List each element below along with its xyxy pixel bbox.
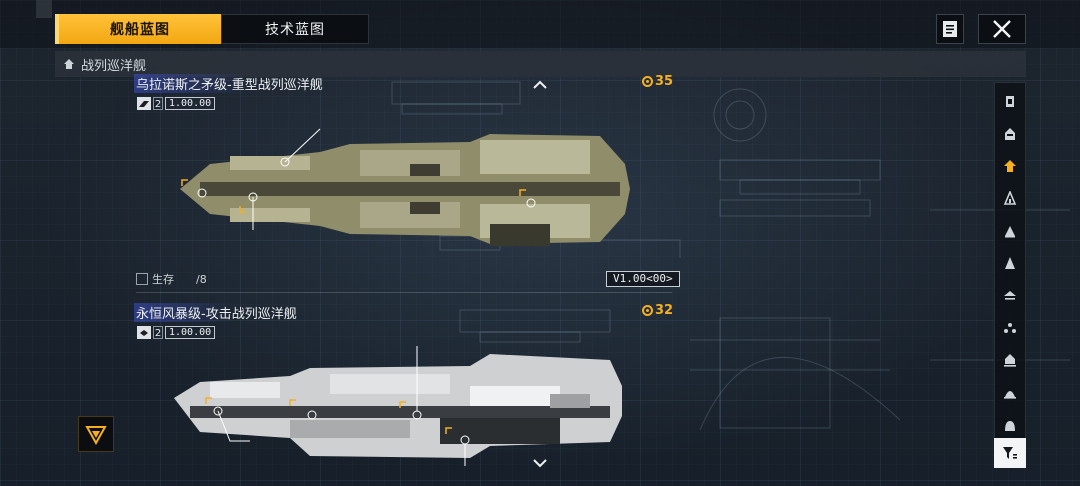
ship-class-icon: [137, 97, 151, 110]
battleship-icon: [1005, 127, 1015, 140]
sidebar-filter-auxiliary[interactable]: [994, 344, 1026, 376]
cost-coin-icon: [642, 305, 653, 316]
ship-cost: 35: [642, 74, 673, 89]
sidebar-filter-misc[interactable]: [994, 409, 1026, 441]
misc-icon: [1005, 420, 1015, 431]
badge-version: 1.00.00: [165, 97, 216, 110]
ship-model-eternal-storm[interactable]: [170, 346, 630, 466]
ship-class-icon: [137, 326, 151, 339]
filter-button[interactable]: [994, 438, 1026, 468]
survival-label: 生存: [152, 273, 174, 286]
sidebar-filter-frigate[interactable]: [994, 247, 1026, 279]
scroll-up-chevron-icon[interactable]: [532, 80, 548, 90]
sidebar-filter-support[interactable]: [994, 376, 1026, 408]
battlecruiser-icon: [64, 59, 74, 69]
badge-count: 2: [153, 326, 163, 339]
ship-model-uranus-spear[interactable]: [170, 124, 640, 254]
ship-name: 永恒风暴级-攻击战列巡洋舰: [134, 303, 299, 322]
cost-value: 35: [655, 74, 674, 89]
document-button[interactable]: [936, 14, 964, 44]
sidebar-filter-destroyer[interactable]: [994, 214, 1026, 246]
category-label: 战列巡洋舰: [81, 58, 147, 74]
cost-value: 32: [655, 303, 674, 318]
carrier-icon: [1006, 96, 1014, 108]
auxiliary-icon: [1004, 354, 1016, 367]
survival-stat: 生存 /8: [136, 271, 207, 287]
cruiser-icon: [1003, 191, 1017, 206]
badge-count: 2: [153, 97, 163, 110]
tab-bar: 舰船蓝图 技术蓝图: [55, 14, 369, 44]
corvette-icon: [1004, 291, 1016, 300]
destroyer-icon: [1005, 225, 1015, 238]
left-edge-tab: [36, 0, 52, 18]
sidebar-filter-fighter[interactable]: [994, 312, 1026, 344]
faction-emblem-icon: [85, 426, 107, 445]
survival-value: /8: [196, 272, 207, 286]
ship-cost: 32: [642, 303, 673, 318]
sidebar-filter-cruiser[interactable]: [994, 182, 1026, 214]
ship-name: 乌拉诺斯之矛级-重型战列巡洋舰: [134, 74, 325, 93]
ship-type-filter-column: [994, 82, 1026, 442]
battlecruiser-icon: [1004, 159, 1016, 172]
filter-icon: [1003, 447, 1017, 459]
tab-ship-blueprint[interactable]: 舰船蓝图: [55, 14, 221, 44]
faction-emblem-button[interactable]: [78, 416, 114, 452]
sidebar-filter-battleship[interactable]: [994, 117, 1026, 149]
badge-version: 1.00.00: [165, 326, 216, 339]
sidebar-filter-carrier[interactable]: [994, 85, 1026, 117]
tab-tech-blueprint[interactable]: 技术蓝图: [221, 14, 369, 44]
cost-coin-icon: [642, 76, 653, 87]
ship-badges: 2 1.00.00: [137, 97, 216, 110]
ship-divider: [136, 292, 672, 293]
survival-icon: [136, 273, 148, 285]
close-button[interactable]: [978, 14, 1026, 44]
scroll-down-chevron-icon[interactable]: [532, 458, 548, 468]
category-bar: 战列巡洋舰: [55, 51, 1026, 77]
support-icon: [1004, 391, 1016, 400]
fighter-icon: [1004, 322, 1016, 333]
close-icon: [993, 20, 1011, 38]
blueprint-version-box: V1.00<00>: [606, 271, 680, 287]
frigate-icon: [1005, 256, 1015, 269]
ship-badges: 2 1.00.00: [137, 326, 216, 339]
sidebar-filter-battlecruiser[interactable]: [994, 150, 1026, 182]
sidebar-filter-corvette[interactable]: [994, 279, 1026, 311]
document-icon: [943, 21, 957, 37]
